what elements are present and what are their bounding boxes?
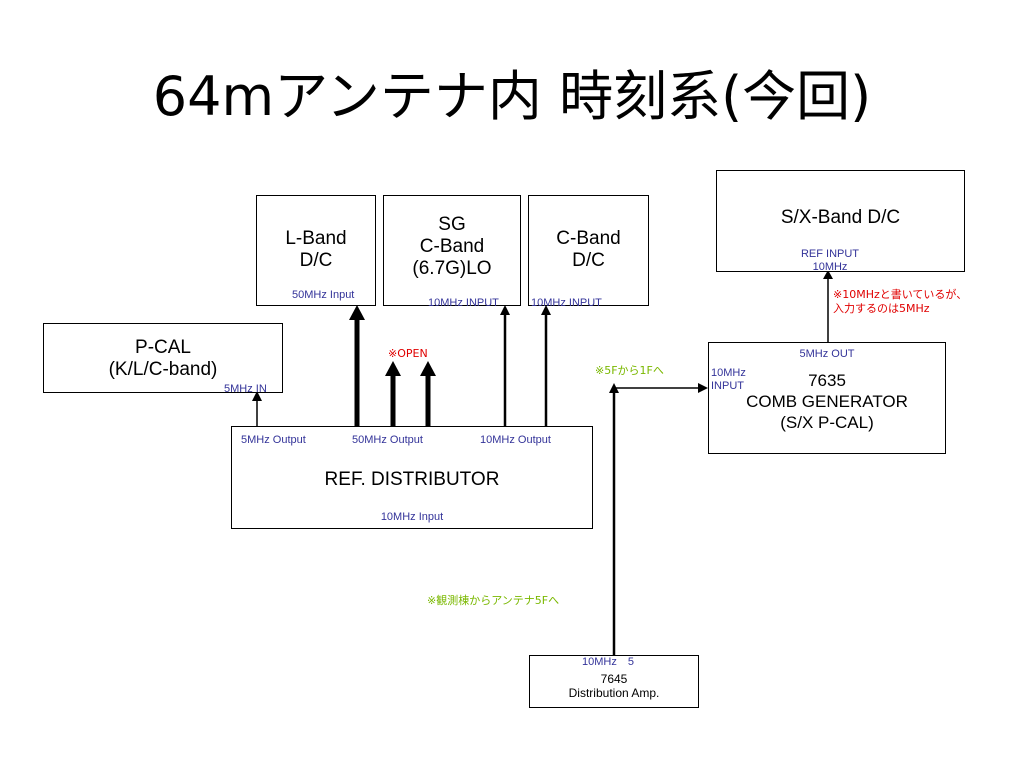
arrowhead-sg [500, 305, 510, 315]
ref-5mhz-output-port: 5MHz Output [241, 434, 306, 446]
comb-5mhz-out-port: 5MHz OUT [799, 348, 855, 360]
cband-dc-block: C-Band D/C [528, 195, 649, 306]
ref-10mhz-output-port: 10MHz Output [480, 434, 551, 446]
note-obs-to-antenna: ※観測棟からアンテナ5Fへ [427, 594, 560, 607]
lband-50mhz-input-port: 50MHz Input [292, 289, 355, 301]
sg-cband-lo-block: SG C-Band (6.7G)LO [383, 195, 521, 306]
sx-ref-input-port: REF INPUT 10MHz [800, 248, 860, 273]
pcal-block: P-CAL (K/L/C-band) [43, 323, 283, 393]
lband-dc-label: L-Band D/C [285, 228, 347, 271]
comb-10mhz-input-port: 10MHz INPUT [711, 367, 746, 392]
note-10mhz-is-5mhz: ※10MHzと書いているが、 入力するのは5MHz [833, 288, 968, 315]
arrowhead-open-2 [420, 361, 436, 376]
ref-distributor-block: 5MHz Output 50MHz Output 10MHz Output RE… [231, 426, 593, 529]
note-5f-to-1f: ※5Fから1Fへ [595, 364, 664, 377]
distribution-amp-label: 7645 Distribution Amp. [568, 672, 660, 700]
cband-dc-label: C-Band D/C [556, 228, 621, 271]
pcal-label: P-CAL (K/L/C-band) [108, 337, 218, 380]
pcal-5mhz-in-port: 5MHz IN [224, 383, 267, 395]
ref-50mhz-output-port: 50MHz Output [352, 434, 423, 446]
comb-generator-label: 7635 COMB GENERATOR (S/X P-CAL) [746, 371, 908, 432]
lband-dc-block: L-Band D/C 50MHz Input [256, 195, 376, 306]
ref-10mhz-input-port: 10MHz Input [380, 511, 444, 523]
comb-generator-block: 5MHz OUT 10MHz INPUT 7635 COMB GENERATOR… [708, 342, 946, 454]
ref-distributor-label: REF. DISTRIBUTOR [324, 469, 500, 490]
amp-10mhz-out-port: 10MHz 5 [582, 656, 634, 668]
sg-cband-lo-label: SG C-Band (6.7G)LO [412, 214, 492, 279]
arrowhead-open-1 [385, 361, 401, 376]
page-title: 64mアンテナ内 時刻系(今回) [152, 65, 872, 128]
cband-10mhz-input-port: 10MHz INPUT [531, 297, 602, 309]
arrowhead-sx [823, 270, 833, 279]
sg-10mhz-input-port: 10MHz INPUT [428, 297, 499, 309]
arrowhead-comb [698, 383, 708, 393]
distribution-amp-block: 10MHz 5 7645 Distribution Amp. [529, 655, 699, 708]
note-open: ※OPEN [388, 347, 428, 360]
arrowhead-lband [349, 305, 365, 320]
arrowhead-cband [541, 305, 551, 315]
sx-band-dc-label: S/X-Band D/C [780, 207, 901, 228]
sx-band-dc-block: S/X-Band D/C REF INPUT 10MHz [716, 170, 965, 273]
